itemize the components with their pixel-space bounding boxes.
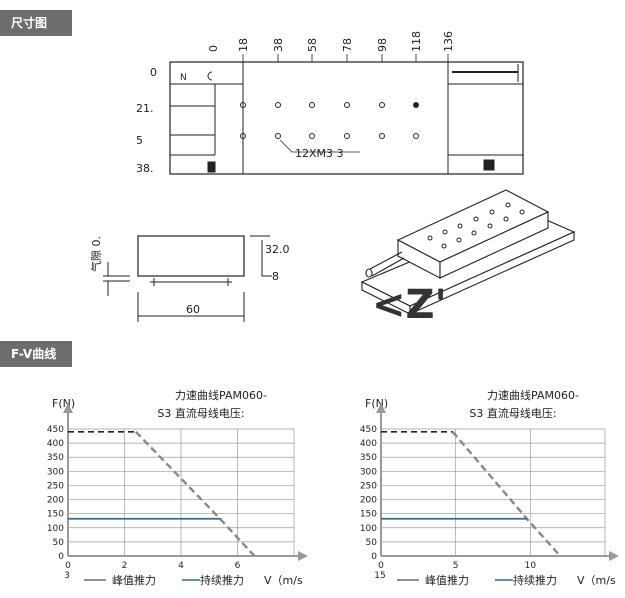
y-axis-arrow: [376, 403, 386, 413]
fv-chart-1: 力速曲线PAM060- S3 直流母线电压: F(N) 0 50 100 150 200 250…: [47, 388, 308, 587]
width-label: 60: [186, 303, 200, 316]
y-tick-label: 200: [360, 496, 377, 506]
top-x-label: 0: [207, 45, 220, 52]
y-tick-label: 250: [47, 481, 64, 491]
x-tick-label: 0: [65, 561, 71, 571]
x-tick-label: 10: [525, 561, 537, 571]
series-line: [134, 430, 256, 557]
top-x-label: 136: [442, 31, 455, 52]
dimension-section-title: 尺寸图: [0, 10, 72, 36]
top-y-label: 38.: [136, 162, 154, 175]
x-axis-arrow: [609, 551, 619, 561]
y-tick-label: 400: [47, 439, 64, 449]
x-tick-label: 5: [453, 561, 459, 571]
top-x-label: 118: [410, 31, 423, 52]
y-axis-arrow: [63, 403, 73, 413]
x-tick-label: 0: [378, 561, 384, 571]
air-gap-label: 气隙 0.: [89, 236, 103, 272]
y-tick-label: 400: [360, 439, 377, 449]
legend-continuous-label: 持续推力: [513, 573, 557, 587]
top-x-label: 78: [341, 38, 354, 52]
y-tick-label: 0: [58, 552, 64, 562]
y-tick-label: 450: [360, 425, 377, 435]
y-tick-label: 50: [366, 538, 378, 548]
x-tick-below-zero: 3: [64, 571, 70, 581]
y-tick-label: 300: [47, 467, 64, 477]
y-tick-label: 150: [47, 510, 64, 520]
fv-section-title: F-V曲线: [0, 341, 72, 367]
y-tick-label: 250: [360, 481, 377, 491]
y-axis-label: F(N): [52, 397, 75, 410]
top-x-label: 98: [376, 38, 389, 52]
side-view-drawing: [103, 235, 272, 322]
height-label: 32.0: [265, 243, 290, 256]
y-tick-label: 50: [53, 538, 65, 548]
chart-subtitle: S3 直流母线电压:: [469, 406, 556, 420]
x-tick-label: 2: [122, 561, 128, 571]
hole-callout: 12XM3 3: [295, 147, 344, 160]
top-y-label: 0: [150, 66, 157, 79]
top-view-drawing: [169, 61, 524, 175]
y-tick-label: 350: [360, 453, 377, 463]
dimension-guide-lines: [242, 54, 449, 62]
legend-peak-label: 峰值推力: [425, 573, 469, 587]
series-line: [451, 431, 562, 557]
chart-subtitle: S3 直流母线电压:: [157, 406, 244, 420]
iso-letters: <Z': [372, 282, 447, 328]
x-tick-label: 6: [235, 561, 241, 571]
y-tick-label: 100: [360, 524, 377, 534]
top-x-label: 18: [237, 38, 250, 52]
x-tick-label: 4: [178, 561, 184, 571]
top-y-label: 5: [136, 134, 143, 147]
iso-view-drawing: [360, 189, 576, 315]
y-tick-label: 450: [47, 425, 64, 435]
y-tick-label: 200: [47, 496, 64, 506]
x-tick-below-zero: 15: [374, 571, 385, 581]
y-tick-label: 100: [47, 524, 64, 534]
legend-peak-label: 峰值推力: [112, 573, 156, 587]
x-axis-label: V（m/s: [577, 574, 616, 587]
fv-chart-2: 力速曲线PAM060-S3 直流母线电压:F(N)050100150200250…: [360, 388, 619, 587]
top-x-label: 38: [272, 38, 285, 52]
chart-title: 力速曲线PAM060-: [175, 388, 267, 402]
y-tick-label: 300: [360, 467, 377, 477]
top-x-label: 58: [306, 38, 319, 52]
y-tick-label: 0: [371, 552, 377, 562]
y-axis-label: F(N): [365, 397, 388, 410]
mounting-holes: [240, 102, 419, 139]
x-axis-label: V（m/s: [264, 574, 303, 587]
y-tick-label: 350: [47, 453, 64, 463]
top-view-outline: [169, 61, 524, 175]
thickness-label: 8: [272, 270, 279, 283]
chart-title: 力速曲线PAM060-: [487, 388, 579, 402]
top-x-labels: 0 18 38 58 78 98 118 136: [207, 31, 455, 52]
n-mark: N: [180, 73, 187, 83]
top-y-label: 21.: [136, 102, 154, 115]
y-tick-label: 150: [360, 510, 377, 520]
x-axis-arrow: [298, 551, 308, 561]
iso-holes: [427, 202, 525, 249]
legend-continuous-label: 持续推力: [200, 573, 244, 587]
